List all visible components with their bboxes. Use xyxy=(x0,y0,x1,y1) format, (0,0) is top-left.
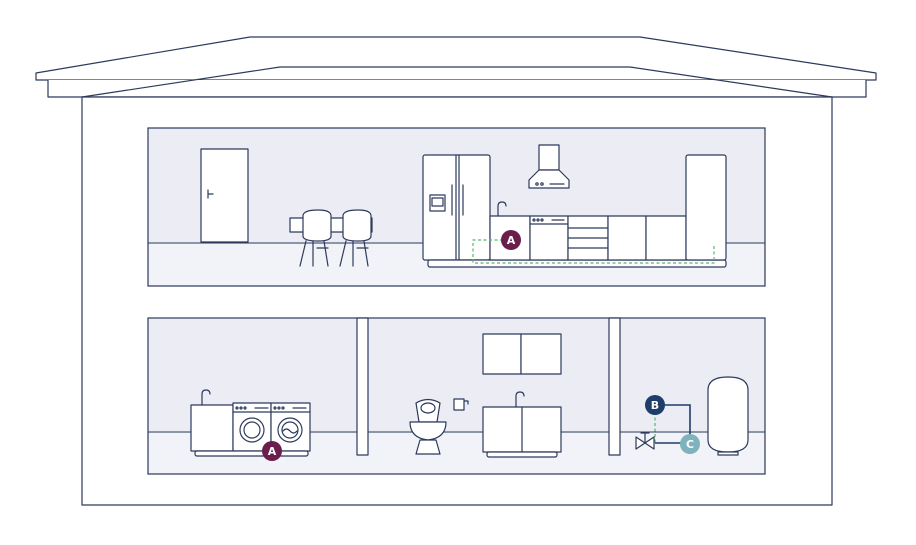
fridge xyxy=(422,154,491,261)
kitchen-counter xyxy=(427,154,727,268)
marker-circle xyxy=(501,230,521,250)
kitchen-supply-dashed xyxy=(472,239,715,264)
marker-circle xyxy=(262,441,282,461)
kitchen-dashed-line xyxy=(472,239,715,264)
valve-assembly xyxy=(635,404,691,450)
marker-kitchen-a[interactable]: A xyxy=(501,230,521,250)
marker-circle xyxy=(680,434,700,454)
marker-circle xyxy=(645,395,665,415)
marker-label: A xyxy=(268,445,277,458)
roof xyxy=(35,36,877,98)
bathroom-mirror-cabinet xyxy=(482,333,562,375)
partition-wall-left xyxy=(356,317,369,456)
range-hood xyxy=(528,144,570,189)
marker-laundry-a[interactable]: A xyxy=(262,441,282,461)
partition-wall-right xyxy=(608,317,621,456)
dining-chairs xyxy=(289,209,373,267)
boiler-pipe-top xyxy=(663,404,691,436)
toilet-paper-holder xyxy=(453,398,469,411)
laundry-area xyxy=(190,389,311,457)
marker-label: B xyxy=(651,399,659,412)
marker-boiler-c[interactable]: C xyxy=(680,434,700,454)
marker-label: C xyxy=(686,438,694,451)
bathroom-vanity xyxy=(482,391,562,458)
toilet xyxy=(409,398,447,455)
marker-label: A xyxy=(507,234,516,247)
water-heater xyxy=(707,376,749,456)
marker-boiler-b[interactable]: B xyxy=(645,395,665,415)
door xyxy=(200,148,249,243)
